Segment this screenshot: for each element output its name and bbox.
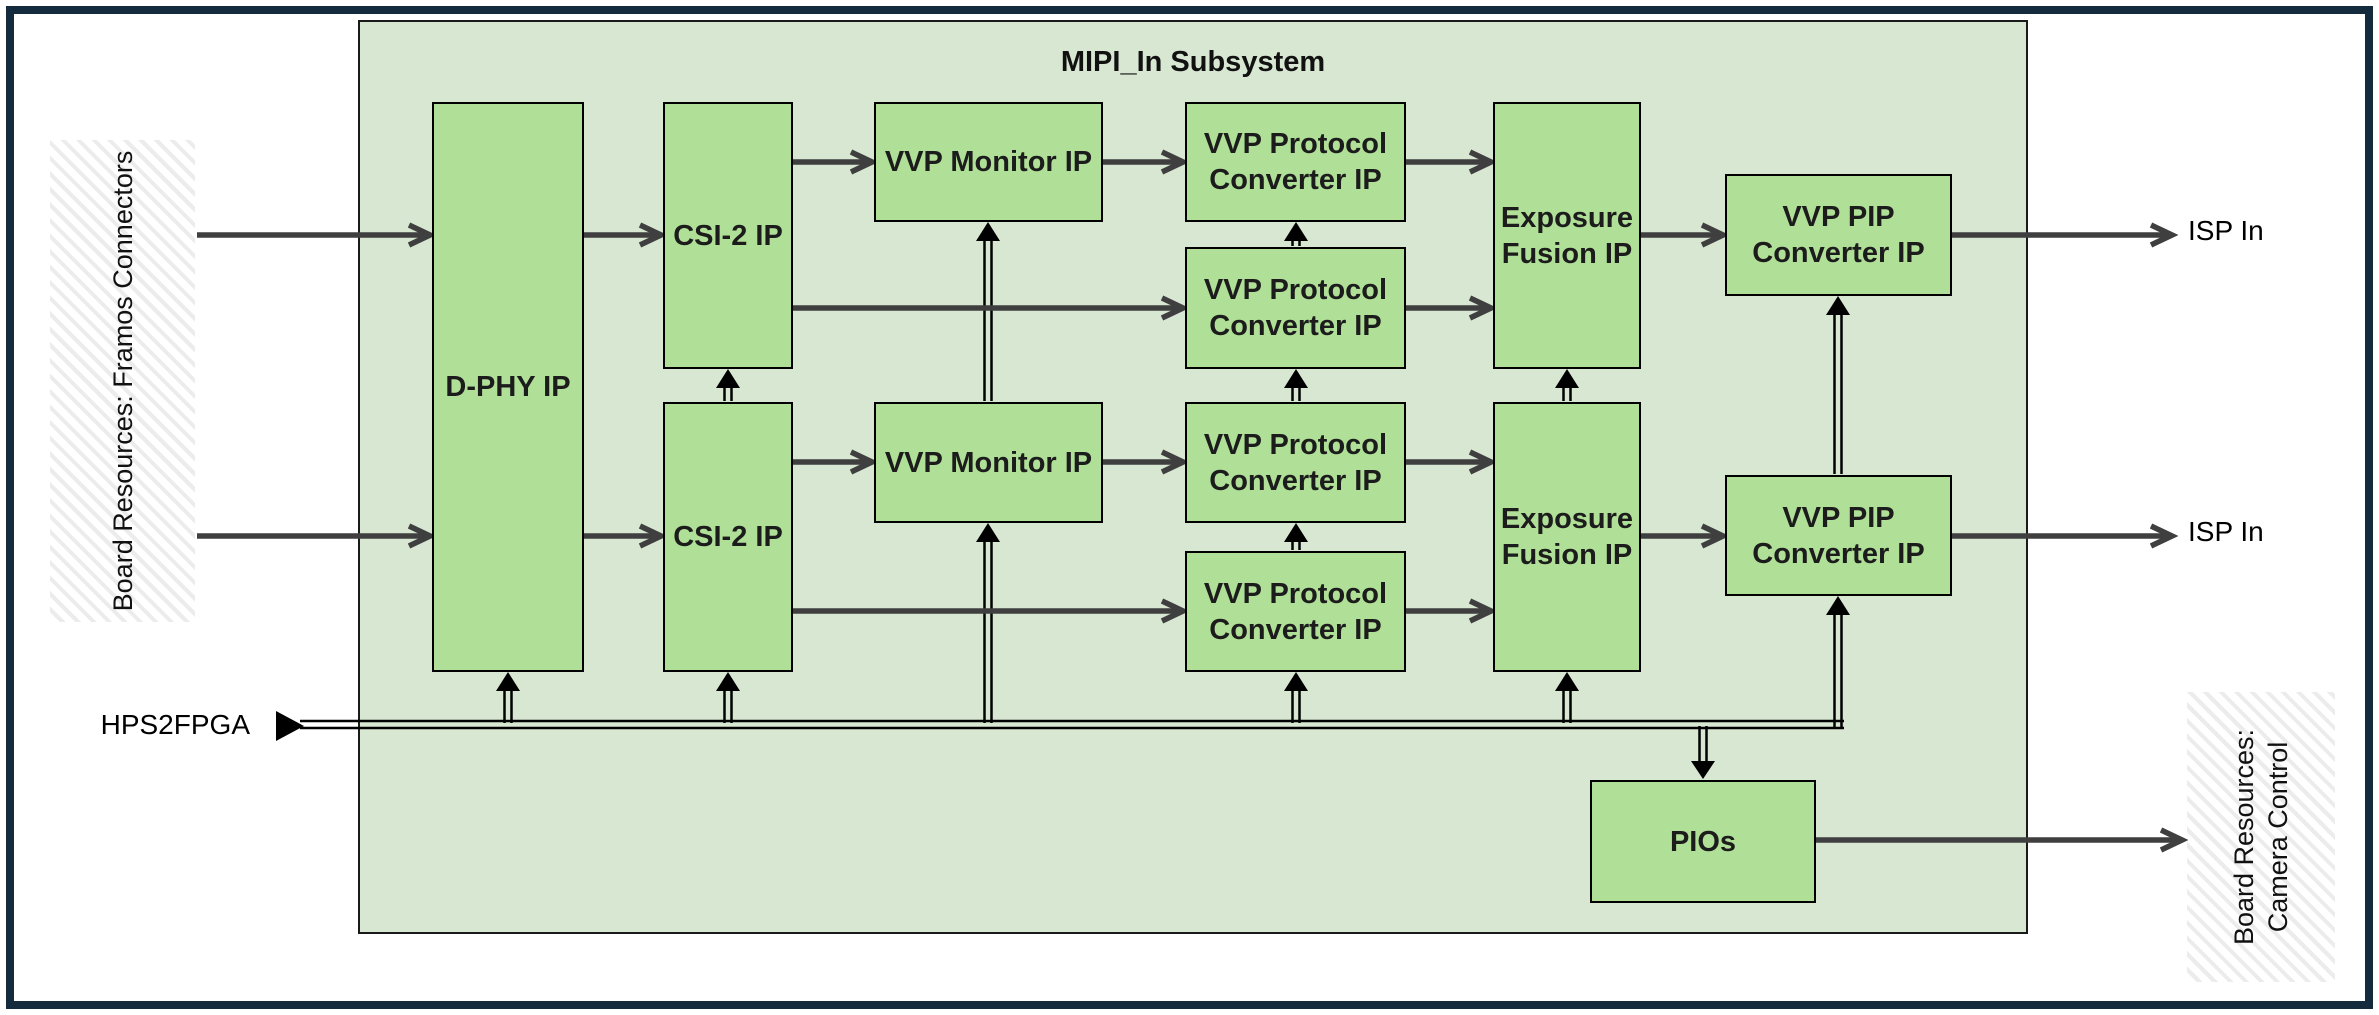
block-vvp-monitor-ip-bottom: VVP Monitor IP: [874, 402, 1103, 523]
block-exposure-fusion-ip-top: Exposure Fusion IP: [1493, 102, 1641, 369]
page-border: [6, 6, 2373, 1009]
block-vvp-protocol-converter-ip-3: VVP Protocol Converter IP: [1185, 402, 1406, 523]
isp-in-label-bottom: ISP In: [2188, 516, 2264, 547]
block-csi2-ip-bottom: CSI-2 IP: [663, 402, 793, 672]
subsystem-title: MIPI_In Subsystem: [1060, 46, 1326, 78]
block-vvp-monitor-ip-top: VVP Monitor IP: [874, 102, 1103, 222]
isp-in-label-top: ISP In: [2188, 215, 2264, 246]
block-pios: PIOs: [1590, 780, 1816, 903]
right-band-label: Board Resources: Camera Control: [2229, 728, 2293, 946]
block-vvp-pip-converter-ip-top: VVP PIP Converter IP: [1725, 174, 1952, 296]
block-vvp-protocol-converter-ip-2: VVP Protocol Converter IP: [1185, 247, 1406, 369]
hps2fpga-label: HPS2FPGA: [100, 709, 250, 740]
block-vvp-protocol-converter-ip-4: VVP Protocol Converter IP: [1185, 551, 1406, 672]
block-vvp-protocol-converter-ip-1: VVP Protocol Converter IP: [1185, 102, 1406, 222]
block-dphy-ip: D-PHY IP: [432, 102, 584, 672]
left-board-resources-band: Board Resources: Framos Connectors: [50, 140, 195, 622]
block-csi2-ip-top: CSI-2 IP: [663, 102, 793, 369]
right-board-resources-band: Board Resources: Camera Control: [2187, 692, 2335, 982]
block-vvp-pip-converter-ip-bottom: VVP PIP Converter IP: [1725, 475, 1952, 596]
block-exposure-fusion-ip-bottom: Exposure Fusion IP: [1493, 402, 1641, 672]
left-band-label: Board Resources: Framos Connectors: [107, 150, 138, 612]
